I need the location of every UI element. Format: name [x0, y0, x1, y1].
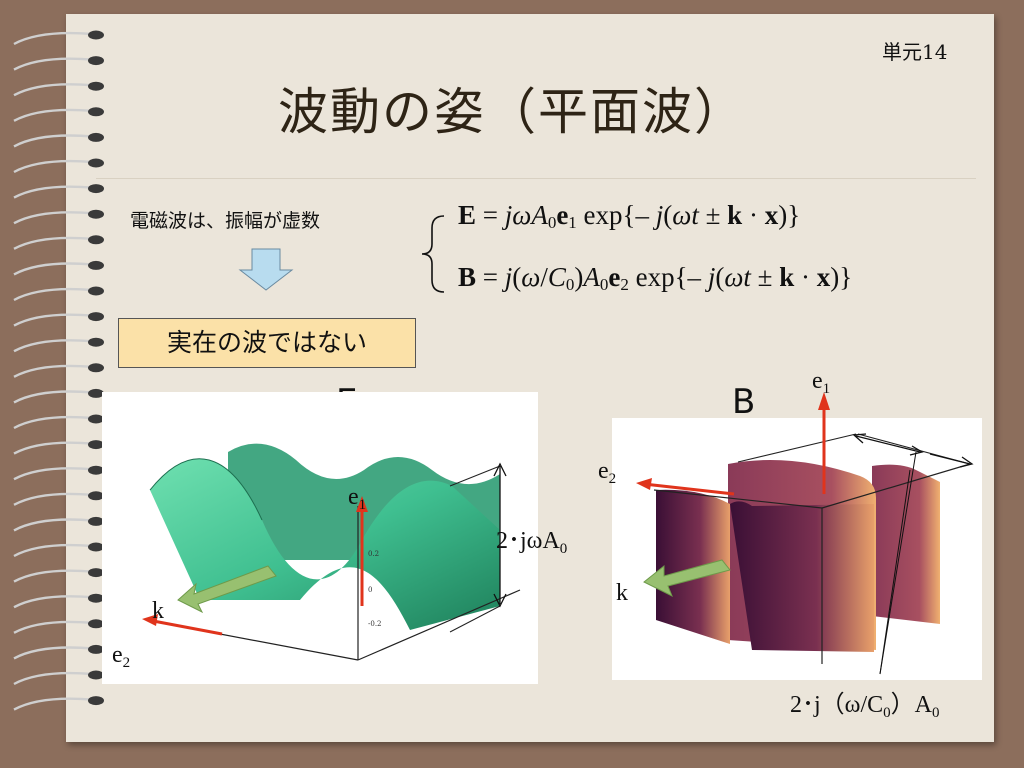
e1-vector-head-e	[356, 496, 368, 512]
binding-ring	[13, 390, 93, 404]
e-axes	[219, 465, 521, 661]
binding-ring	[13, 159, 93, 174]
equation-e: E = jωA0e1 exp{– j(ωt ± k · x)}	[458, 200, 801, 232]
binding-hole	[88, 312, 104, 322]
e2-vector-head-b	[636, 478, 652, 490]
binding-hole	[88, 363, 104, 373]
e2-label-e: e2	[112, 642, 130, 671]
e1-vector-head-b	[818, 392, 830, 410]
binding-hole	[88, 696, 104, 706]
binding-ring	[13, 646, 93, 660]
binding-ring	[13, 185, 93, 199]
e-amplitude-marker	[493, 462, 507, 608]
binding-ring	[13, 313, 93, 327]
binding-ring	[13, 83, 93, 97]
binding-hole	[88, 158, 104, 168]
binding-hole	[88, 516, 104, 526]
binding-hole	[88, 30, 104, 40]
binding-hole	[88, 132, 104, 142]
binding-ring	[13, 492, 93, 506]
conclusion-box: 実在の波ではない	[118, 318, 416, 368]
brace-icon	[421, 215, 445, 293]
binding-ring	[13, 31, 93, 46]
binding-hole	[88, 465, 104, 475]
panel-b-label: B	[732, 382, 756, 422]
e-tick-label: 0.2	[368, 550, 379, 558]
amplitude-label-b: 2･j（ω/C0）A0	[790, 692, 939, 721]
e1-label-e: e1	[348, 484, 366, 513]
binding-hole	[88, 56, 104, 66]
binding-hole	[88, 414, 104, 424]
binding-ring	[13, 262, 93, 276]
k-arrow-b	[643, 559, 731, 598]
binding-ring	[13, 57, 93, 71]
binding-hole	[88, 542, 104, 552]
amplitude-label-e: 2･jωA0	[496, 528, 567, 557]
binding-hole	[88, 593, 104, 603]
binding-ring	[13, 518, 93, 532]
binding-hole	[88, 81, 104, 91]
binding-ring	[13, 287, 93, 302]
page-title: 波動の姿（平面波）	[278, 83, 746, 141]
binding-hole	[88, 107, 104, 117]
binding-ring	[13, 364, 93, 378]
binding-ring	[13, 134, 93, 148]
binding-hole	[88, 260, 104, 270]
binding-ring	[13, 543, 93, 558]
binding-ring	[13, 671, 93, 686]
down-arrow-icon	[238, 248, 294, 291]
k-label-b: k	[616, 580, 628, 606]
equation-b: B = j(ω/C0)A0e2 exp{– j(ωt ± k · x)}	[458, 262, 853, 294]
binding-hole	[88, 235, 104, 245]
e2-label-b: e2	[598, 458, 616, 487]
binding-hole	[88, 440, 104, 450]
e-tick-label: 0	[368, 586, 372, 594]
b-wave-surface	[656, 460, 940, 652]
e2-vector-head-e	[142, 614, 158, 626]
unit-label: 単元14	[882, 40, 948, 64]
e-ticks: 0.2 0 -0.2	[368, 550, 382, 628]
spiral-binding	[13, 30, 104, 711]
binding-hole	[88, 388, 104, 398]
binding-ring	[13, 620, 93, 634]
binding-ring	[13, 697, 93, 711]
binding-hole	[88, 337, 104, 347]
binding-ring	[13, 415, 93, 430]
binding-ring	[13, 467, 93, 481]
binding-ring	[13, 108, 93, 122]
binding-hole	[88, 209, 104, 219]
k-arrow-e	[177, 565, 277, 614]
e1-label-b: e1	[812, 368, 830, 397]
binding-ring	[13, 236, 93, 250]
binding-hole	[88, 644, 104, 654]
title-divider	[96, 178, 976, 179]
binding-hole	[88, 491, 104, 501]
binding-ring	[13, 569, 93, 583]
binding-ring	[13, 339, 93, 353]
e2-vector-e	[147, 618, 223, 636]
e2-vector-b	[643, 482, 735, 496]
b-wavelength-markers	[852, 433, 974, 675]
binding-hole	[88, 568, 104, 578]
binding-hole	[88, 184, 104, 194]
binding-ring	[13, 211, 93, 225]
binding-ring	[13, 595, 93, 609]
binding-ring	[13, 441, 93, 455]
intro-text: 電磁波は、振幅が虚数	[130, 210, 321, 232]
binding-hole	[88, 619, 104, 629]
k-label-e: k	[152, 598, 164, 624]
e-tick-label: -0.2	[368, 620, 382, 628]
binding-hole	[88, 286, 104, 296]
binding-hole	[88, 670, 104, 680]
